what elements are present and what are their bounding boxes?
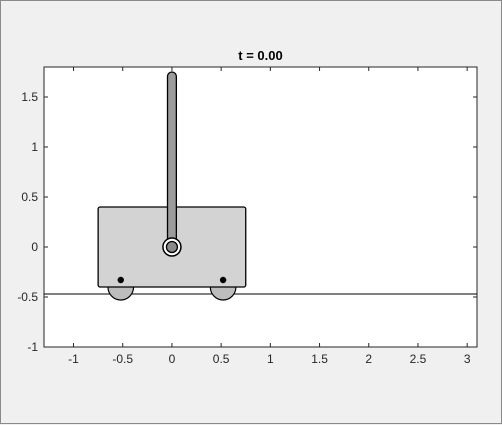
y-tick-label: -0.5 — [17, 290, 38, 304]
y-tick-label: 0 — [31, 240, 38, 254]
x-tick-label: 0.5 — [213, 352, 230, 366]
x-tick-label: 0 — [169, 352, 176, 366]
axis-ticks: -1 -0.5 0 0.5 1 1.5 2 2.5 3 -1 -0.5 0 0.5 1 1.5 — [17, 67, 477, 366]
wheel-axle — [219, 276, 227, 284]
pole-group — [166, 71, 178, 248]
y-tick-label: 1.5 — [21, 90, 38, 104]
x-tick-label: -0.5 — [112, 352, 133, 366]
pivot-joint — [165, 240, 179, 254]
y-tick-label: 0.5 — [21, 190, 38, 204]
x-tick-label: 2 — [365, 352, 372, 366]
y-tick-label: -1 — [27, 340, 38, 354]
wheel-axle — [117, 276, 124, 284]
x-tick-label: 2.5 — [410, 352, 427, 366]
x-tick-label: 1.5 — [311, 352, 328, 366]
x-tick-label: 3 — [464, 352, 471, 366]
x-tick-label: -1 — [68, 352, 79, 366]
pole — [166, 71, 178, 248]
cart-pole-scene — [44, 71, 477, 301]
plot-title: t = 0.00 — [238, 48, 282, 63]
x-tick-label: 1 — [267, 352, 274, 366]
y-tick-label: 1 — [31, 140, 38, 154]
